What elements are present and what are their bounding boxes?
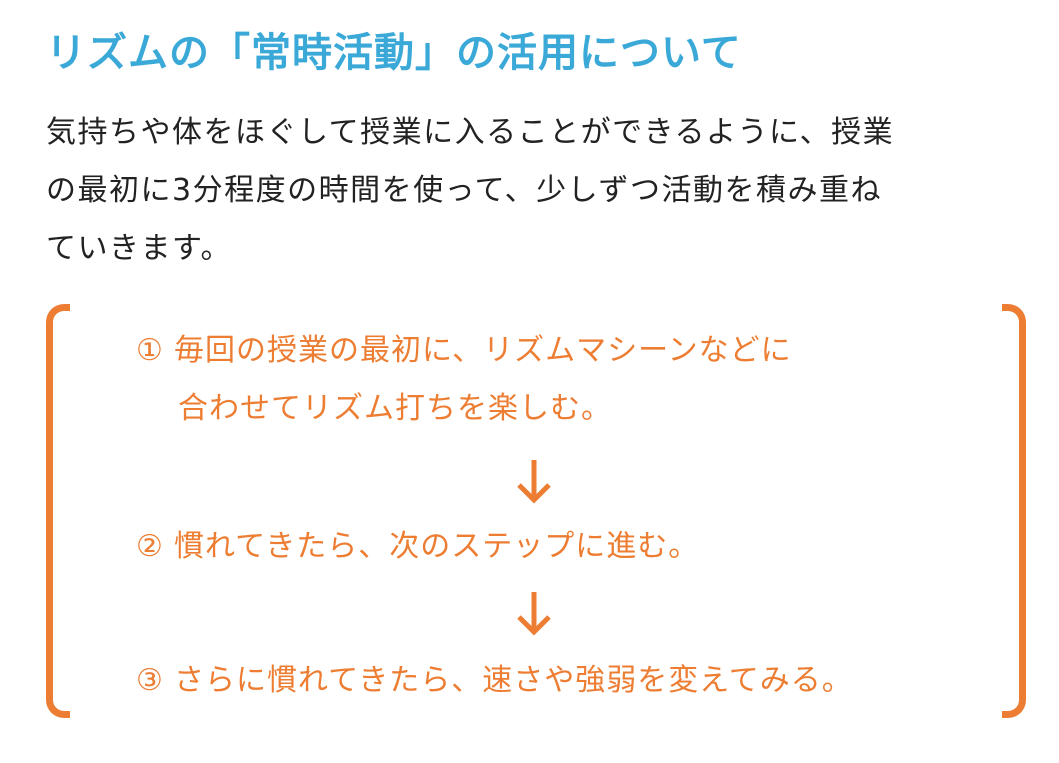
intro-line: ていきます。 <box>46 231 232 266</box>
arrow-down-icon <box>517 460 551 504</box>
page-title: リズムの「常時活動」の活用について <box>46 30 742 76</box>
step-text: 慣れてきたら、次のステップに進む。 <box>174 529 700 564</box>
step-text: さらに慣れてきたら、速さや強弱を変えてみる。 <box>174 663 853 698</box>
step-2: ② 慣れてきたら、次のステップに進む。 <box>136 518 699 576</box>
step-number: ① <box>136 333 164 368</box>
step-number: ③ <box>136 663 164 698</box>
intro-line: の最初に3分程度の時間を使って、少しずつ活動を積み重ね <box>46 173 882 208</box>
step-number: ② <box>136 529 164 564</box>
intro-line: 気持ちや体をほぐして授業に入ることができるように、授業 <box>46 115 895 150</box>
step-3: ③ さらに慣れてきたら、速さや強弱を変えてみる。 <box>136 652 853 710</box>
right-bracket-icon <box>1002 304 1026 718</box>
step-1: ① 毎回の授業の最初に、リズムマシーンなどに 合わせてリズム打ちを楽しむ。 <box>136 322 792 438</box>
step-text: 合わせてリズム打ちを楽しむ。 <box>178 391 612 426</box>
arrow-down-icon <box>517 592 551 636</box>
step-text: 毎回の授業の最初に、リズムマシーンなどに <box>174 333 792 368</box>
intro-paragraph: 気持ちや体をほぐして授業に入ることができるように、授業 の最初に3分程度の時間を… <box>46 104 1036 278</box>
left-bracket-icon <box>46 304 70 718</box>
